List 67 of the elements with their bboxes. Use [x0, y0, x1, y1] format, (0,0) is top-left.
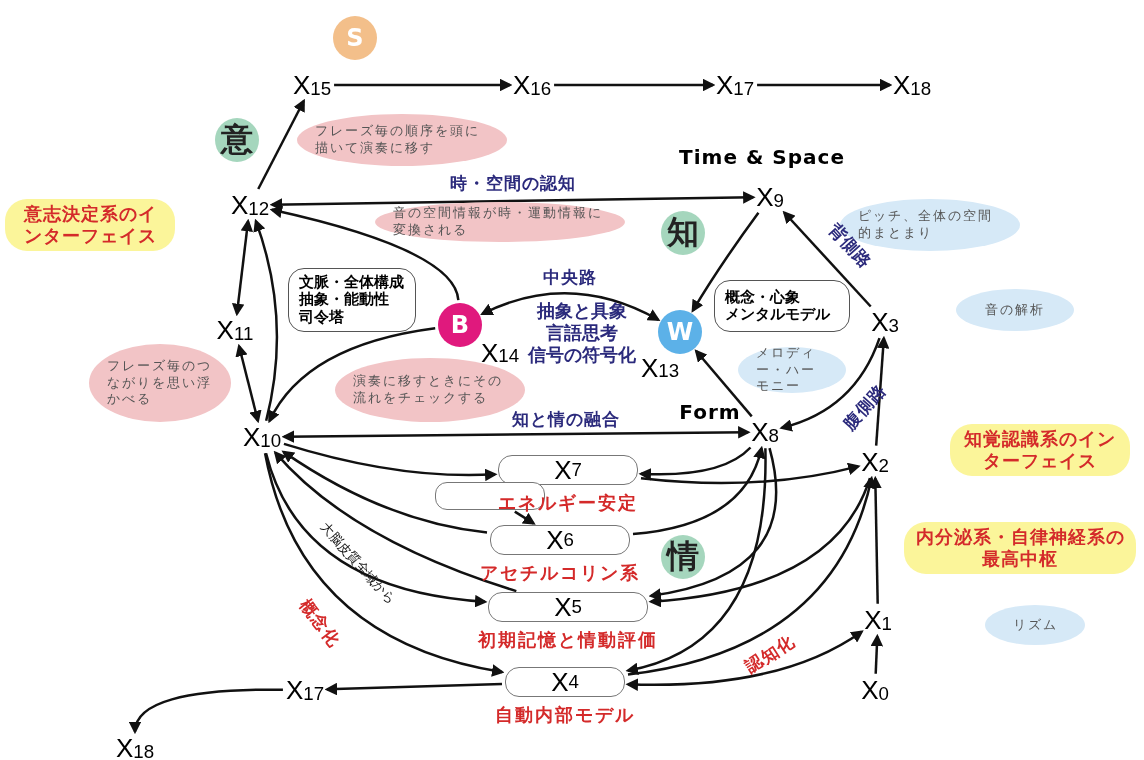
letter-circle: 情	[661, 535, 705, 579]
arrow	[691, 212, 760, 313]
arrow	[640, 462, 861, 485]
arrow	[268, 326, 436, 424]
text-label: 言語思考	[546, 323, 618, 343]
arrow	[130, 688, 283, 735]
caption-label: エネルギー安定	[498, 491, 638, 515]
arrow	[281, 426, 751, 443]
caption-label: Time & Space	[679, 145, 845, 169]
arrow	[334, 78, 513, 92]
arrow	[263, 453, 505, 677]
text-line: メンタルモデル	[725, 306, 831, 324]
text-line: 文脈・全体構成	[299, 274, 405, 292]
letter-circle: W	[658, 310, 702, 354]
text-label: 抽象と具象	[537, 301, 627, 321]
arrow	[694, 349, 753, 418]
edge-label: 概念化	[294, 594, 346, 653]
arrow	[870, 633, 884, 674]
arrow	[779, 337, 881, 432]
letter-circle: 意	[215, 118, 259, 162]
note-ellipse: メロディー・ハーモニー	[738, 347, 846, 393]
letter-circle: B	[438, 303, 482, 347]
caption-label: Form	[679, 400, 741, 424]
highlight-pill: 意志決定系のインターフェイス	[5, 199, 175, 251]
arrow	[273, 450, 517, 593]
arrow	[648, 477, 872, 608]
arrow	[648, 447, 778, 601]
arrow	[632, 445, 765, 536]
text-line: 概念・心象	[725, 288, 801, 306]
letter-circle: 知	[661, 211, 705, 255]
arrow	[257, 98, 305, 190]
highlight-pill: 内分泌系・自律神経系の最高中枢	[904, 522, 1136, 574]
arrow	[264, 452, 488, 607]
arrow	[283, 442, 498, 481]
arrow	[253, 218, 279, 422]
edge-label: 認知化	[741, 629, 800, 679]
arrow	[235, 343, 262, 424]
caption-label: 自動内部モデル	[495, 703, 635, 727]
arrow	[324, 682, 503, 696]
rounded-box	[714, 280, 850, 332]
letter-circle: S	[333, 16, 377, 60]
rounded-box	[288, 268, 416, 332]
arrow	[874, 335, 890, 446]
note-ellipse: 音の解析	[956, 289, 1074, 331]
text-line: 抽象・能動性	[299, 291, 390, 309]
arrow	[625, 448, 767, 675]
arrow	[638, 446, 752, 481]
caption-label: 初期記憶と情動評価	[478, 628, 658, 652]
highlight-pill: 知覚認識系のインターフェイス	[950, 424, 1130, 476]
arrow	[757, 78, 893, 92]
arrow	[514, 510, 536, 525]
arrow	[231, 218, 254, 317]
arrow	[554, 78, 716, 92]
text-label: 信号の符号化	[528, 345, 636, 365]
arrow	[782, 210, 872, 308]
arrow	[480, 292, 661, 321]
note-ellipse: フレーズ毎の順序を頭に描いて演奏に移す	[297, 114, 507, 166]
text-line: 司令塔	[299, 308, 345, 326]
arrow	[627, 475, 876, 676]
arrow	[269, 206, 460, 301]
caption-label: アセチルコリン系	[480, 561, 640, 585]
arrow	[625, 630, 864, 691]
arrow	[281, 450, 488, 534]
arrow	[269, 191, 756, 211]
note-ellipse: フレーズ毎のつながりを思い浮かべる	[89, 344, 231, 422]
note-ellipse: 音の空間情報が時・運動情報に変換される	[375, 202, 625, 242]
note-ellipse: リズム	[985, 605, 1085, 645]
